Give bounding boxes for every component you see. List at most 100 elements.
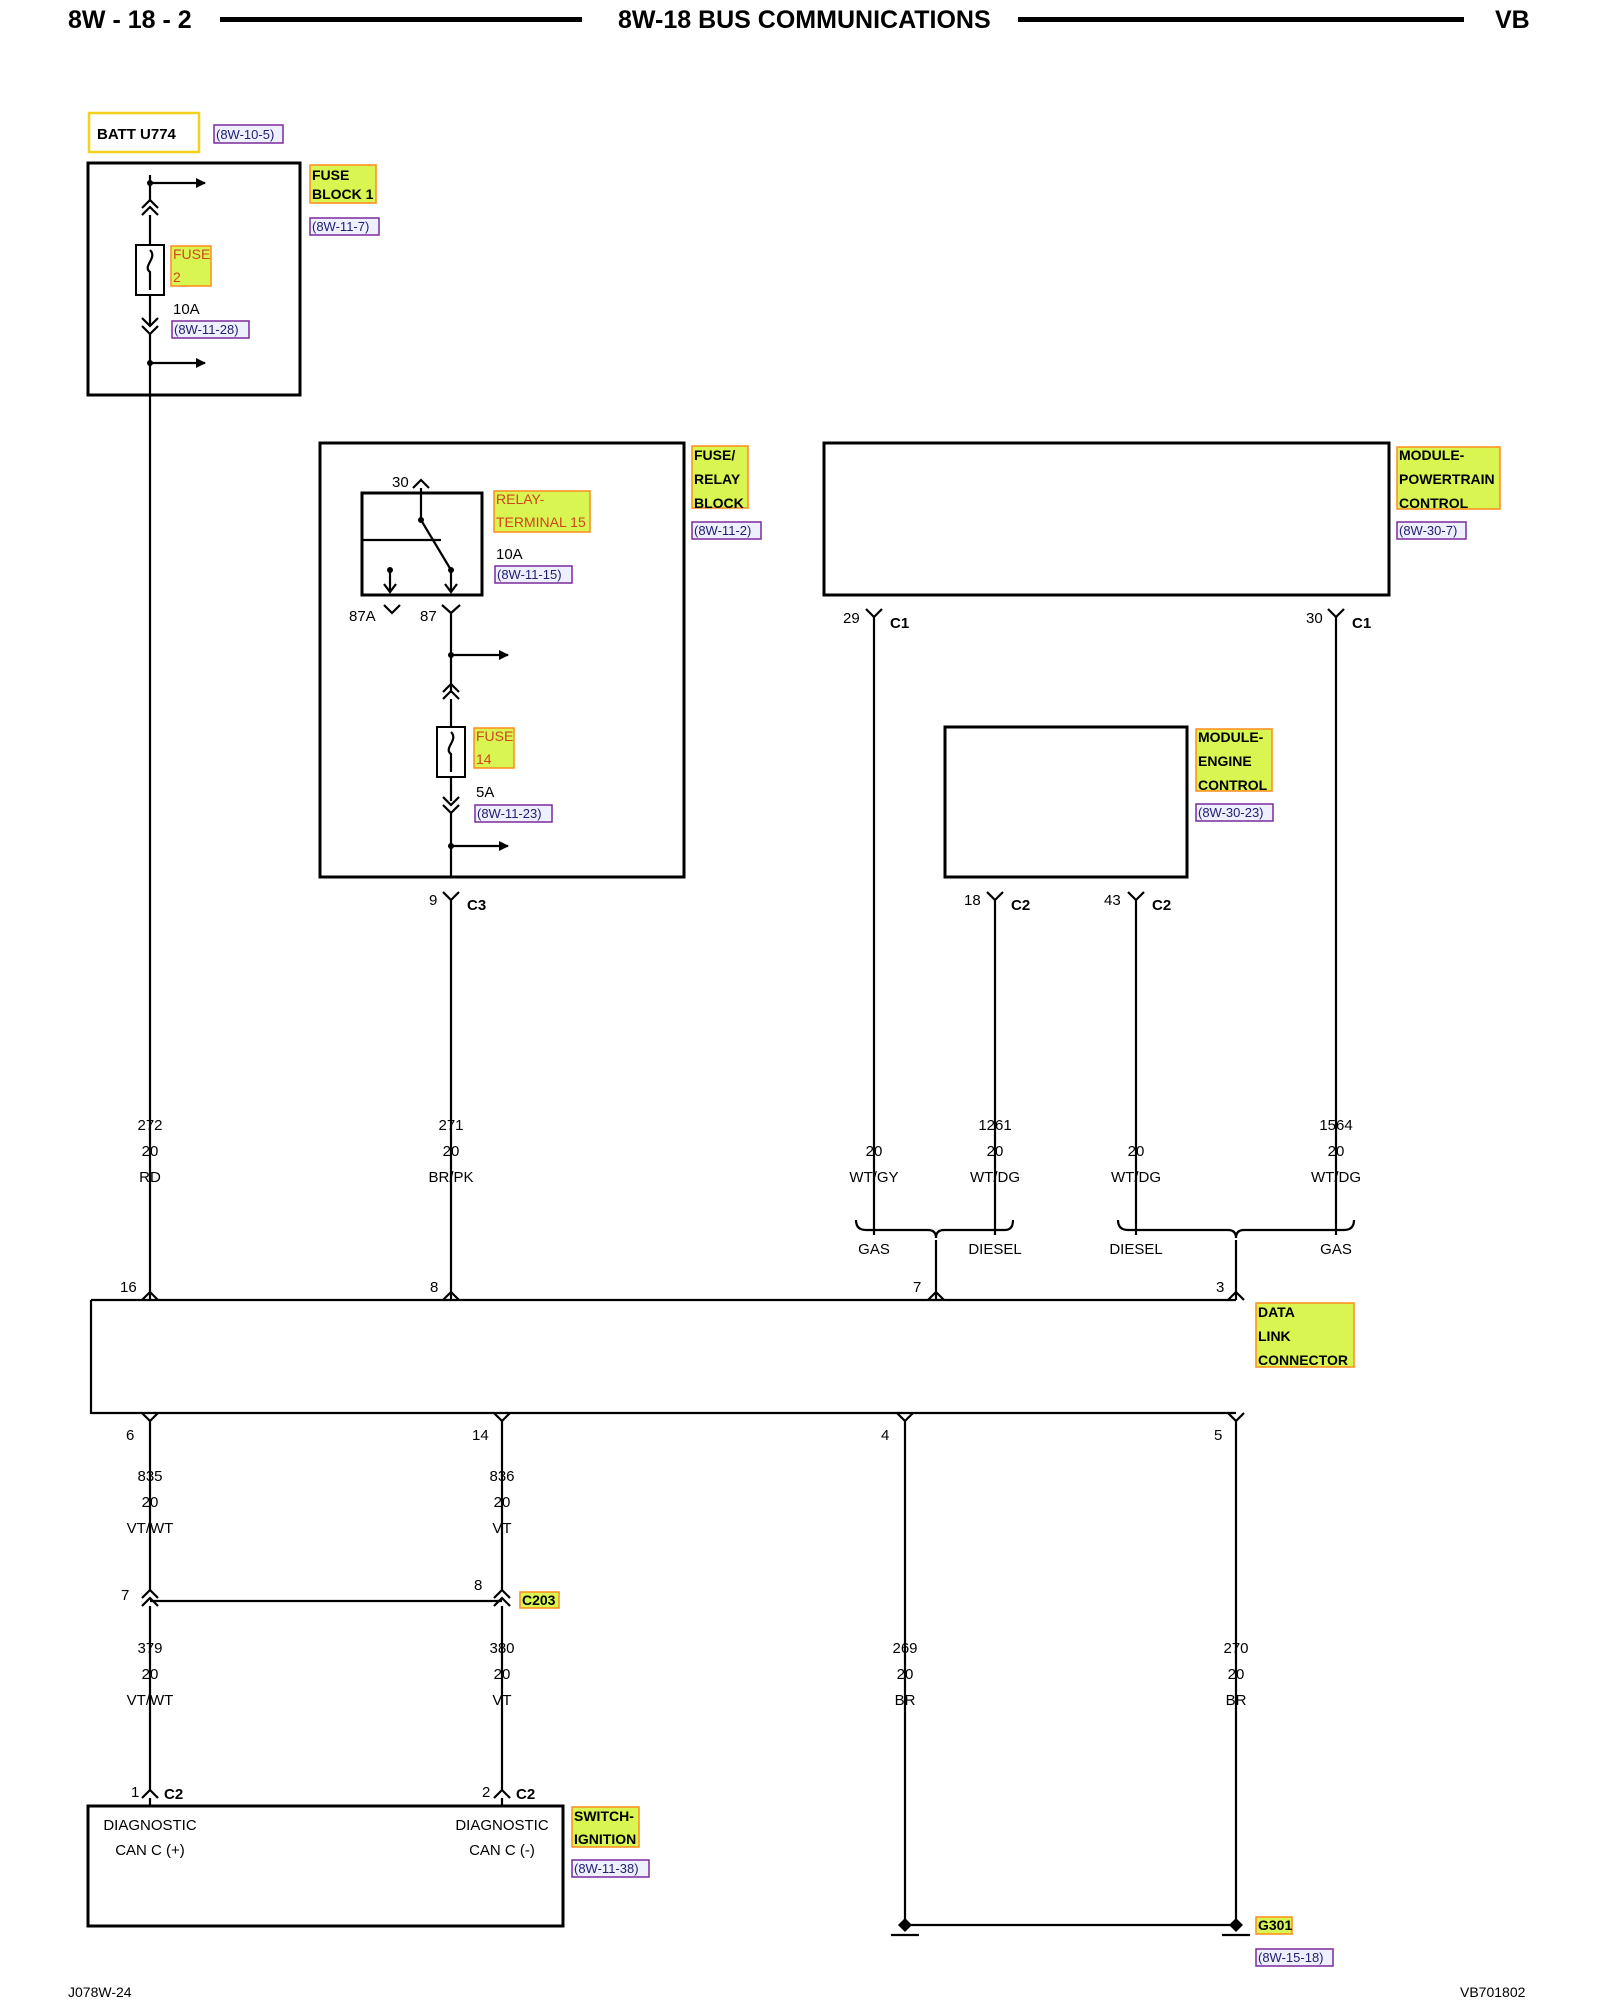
batt-label: BATT U774 <box>97 126 177 143</box>
pcm-pin-29: 29 <box>843 610 860 627</box>
dlc-label: DATA LINK CONNECTOR <box>1255 1302 1355 1368</box>
svg-text:271: 271 <box>438 1117 463 1134</box>
pcm-pin-30: 30 <box>1306 610 1323 627</box>
wire-1564-label: 1564 20 WT/DG <box>1311 1117 1361 1186</box>
switch-pin-2: 2 <box>482 1784 490 1801</box>
svg-text:WT/DG: WT/DG <box>1311 1169 1361 1186</box>
svg-text:VT/WT: VT/WT <box>127 1692 174 1709</box>
svg-text:MODULE-: MODULE- <box>1399 447 1465 463</box>
svg-text:20: 20 <box>494 1494 511 1511</box>
wire-1261-label: 1261 20 WT/DG <box>970 1117 1020 1186</box>
fuse-2-ref[interactable]: (8W-11-28) <box>171 320 250 339</box>
svg-text:835: 835 <box>137 1468 162 1485</box>
svg-text:379: 379 <box>137 1640 162 1657</box>
fuse-block-1-box <box>86 161 302 397</box>
switch-can-plus-label: DIAGNOSTIC CAN C (+) <box>103 1817 197 1859</box>
svg-text:20: 20 <box>1328 1143 1345 1160</box>
svg-text:WT/DG: WT/DG <box>970 1169 1020 1186</box>
svg-text:BR/PK: BR/PK <box>428 1169 473 1186</box>
model-code: VB <box>1495 6 1530 34</box>
g301-ref[interactable]: (8W-15-18) <box>1255 1948 1334 1967</box>
c203-pin-8: 8 <box>474 1577 482 1594</box>
pcm-conn-c1-a: C1 <box>890 615 909 632</box>
fuse-14-ref[interactable]: (8W-11-23) <box>474 804 553 823</box>
dlc-pin-4: 4 <box>881 1427 889 1444</box>
fuse-relay-block-ref[interactable]: (8W-11-2) <box>691 521 762 540</box>
batt-ref-text: (8W-10-5) <box>216 127 274 142</box>
fuse-relay-block-box <box>318 441 686 879</box>
option-brace-right <box>1116 1219 1356 1239</box>
ignition-switch-label: SWITCH- IGNITION <box>571 1806 640 1848</box>
svg-text:SWITCH-: SWITCH- <box>574 1808 634 1824</box>
switch-can-minus-label: DIAGNOSTIC CAN C (-) <box>455 1817 549 1859</box>
svg-text:CONTROL: CONTROL <box>1198 777 1268 793</box>
wire-836-label: 836 20 VT <box>489 1468 514 1537</box>
relay-block-pin-9: 9 <box>429 892 437 909</box>
footer-right-code: VB701802 <box>1460 1984 1526 2000</box>
switch-pin-1: 1 <box>131 1784 139 1801</box>
svg-text:20: 20 <box>142 1494 159 1511</box>
option-diesel-left: DIESEL <box>968 1241 1021 1258</box>
svg-text:FUSE: FUSE <box>312 167 349 183</box>
wire-wtdg-label: 20 WT/DG <box>1111 1143 1161 1186</box>
svg-text:LINK: LINK <box>1258 1328 1291 1344</box>
relay-ref[interactable]: (8W-11-15) <box>494 565 573 584</box>
svg-text:20: 20 <box>987 1143 1004 1160</box>
wire-271-label: 271 20 BR/PK <box>428 1117 473 1186</box>
svg-text:1261: 1261 <box>978 1117 1011 1134</box>
svg-text:14: 14 <box>476 751 492 767</box>
svg-text:(8W-11-2): (8W-11-2) <box>694 523 751 538</box>
svg-text:TERMINAL 15: TERMINAL 15 <box>496 514 586 530</box>
ecm-conn-c2-a: C2 <box>1011 897 1030 914</box>
svg-text:(8W-11-28): (8W-11-28) <box>174 322 239 337</box>
fuse-relay-block-label: FUSE/ RELAY BLOCK <box>691 445 749 511</box>
fuse-2-rating: 10A <box>173 301 200 318</box>
ecm-ref[interactable]: (8W-30-23) <box>1195 803 1274 822</box>
wire-269-label: 269 20 BR <box>892 1640 917 1709</box>
fuse-block-1-ref[interactable]: (8W-11-7) <box>309 217 380 236</box>
svg-text:VT: VT <box>492 1692 511 1709</box>
svg-text:269: 269 <box>892 1640 917 1657</box>
svg-text:BR: BR <box>1226 1692 1247 1709</box>
option-gas-left: GAS <box>858 1241 890 1258</box>
c203-label: C203 <box>519 1591 560 1609</box>
svg-text:C203: C203 <box>522 1592 556 1608</box>
svg-text:272: 272 <box>137 1117 162 1134</box>
page-number: 8W - 18 - 2 <box>68 6 192 34</box>
ecm-box <box>943 725 1189 879</box>
switch-conn-c2-b: C2 <box>516 1786 535 1803</box>
pcm-ref[interactable]: (8W-30-7) <box>1396 521 1467 540</box>
g301-label: G301 <box>1255 1916 1293 1935</box>
relay-rating: 10A <box>496 546 523 563</box>
dlc-pin-3: 3 <box>1216 1279 1224 1296</box>
svg-text:836: 836 <box>489 1468 514 1485</box>
svg-text:20: 20 <box>866 1143 883 1160</box>
svg-text:POWERTRAIN: POWERTRAIN <box>1399 471 1495 487</box>
svg-text:FUSE/: FUSE/ <box>694 447 735 463</box>
svg-text:20: 20 <box>142 1666 159 1683</box>
dlc-upper-pins <box>141 1290 1245 1301</box>
svg-text:RELAY: RELAY <box>694 471 741 487</box>
header-rule-right <box>1018 17 1464 22</box>
ground-g301 <box>891 1918 1250 1937</box>
svg-text:20: 20 <box>142 1143 159 1160</box>
svg-text:FUSE: FUSE <box>476 728 513 744</box>
pcm-box <box>822 441 1391 597</box>
dlc-lower-pins <box>141 1412 1245 1423</box>
svg-text:WT/GY: WT/GY <box>849 1169 898 1186</box>
ignition-switch-ref[interactable]: (8W-11-38) <box>571 1859 650 1878</box>
pcm-label: MODULE- POWERTRAIN CONTROL <box>1396 446 1501 511</box>
option-gas-right: GAS <box>1320 1241 1352 1258</box>
dlc-pin-16: 16 <box>120 1279 137 1296</box>
svg-text:BLOCK 1: BLOCK 1 <box>312 186 374 202</box>
wire-wtgy-label: 20 WT/GY <box>849 1143 898 1186</box>
ignition-switch-box <box>86 1804 565 1928</box>
batt-u774: BATT U774 <box>87 111 201 154</box>
svg-text:DIAGNOSTIC: DIAGNOSTIC <box>103 1817 197 1834</box>
svg-text:DATA: DATA <box>1258 1304 1295 1320</box>
svg-text:BLOCK: BLOCK <box>694 495 744 511</box>
dlc-pin-6: 6 <box>126 1427 134 1444</box>
batt-ref[interactable]: (8W-10-5) <box>213 124 284 144</box>
svg-text:DIAGNOSTIC: DIAGNOSTIC <box>455 1817 549 1834</box>
